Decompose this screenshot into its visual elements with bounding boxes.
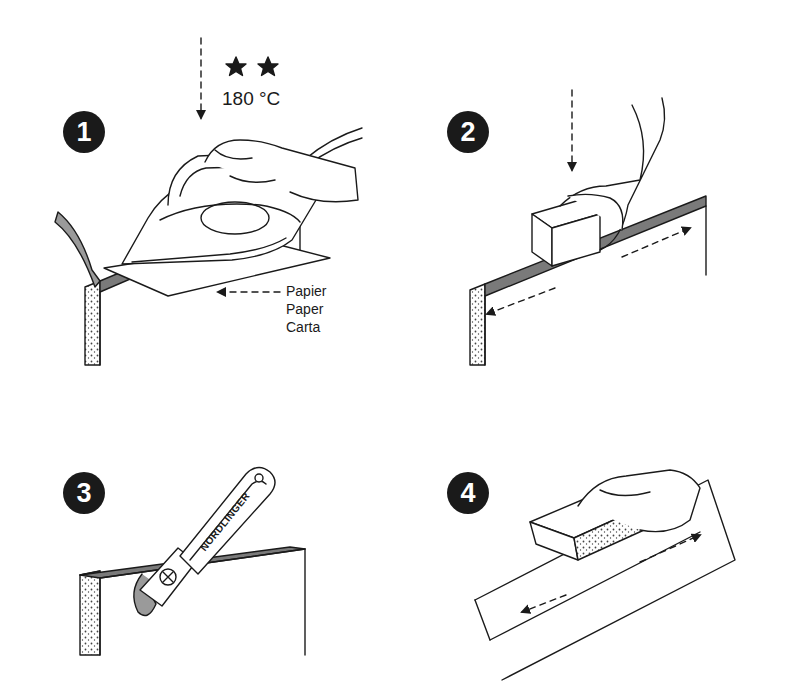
callout-number: 2 — [460, 119, 475, 146]
callout-number: 4 — [460, 480, 475, 507]
step-number-circle: 3 — [63, 472, 105, 514]
step-number-circle: 1 — [63, 111, 105, 153]
paper-label: Papier — [286, 283, 326, 299]
paper-label: Carta — [286, 319, 320, 335]
paper-label: Paper — [286, 301, 323, 317]
temperature-label: 180 °C — [222, 88, 280, 110]
step-number-circle: 2 — [447, 111, 489, 153]
callout-number: 1 — [76, 119, 91, 146]
callout-number: 3 — [76, 480, 91, 507]
step-number-circle: 4 — [447, 472, 489, 514]
